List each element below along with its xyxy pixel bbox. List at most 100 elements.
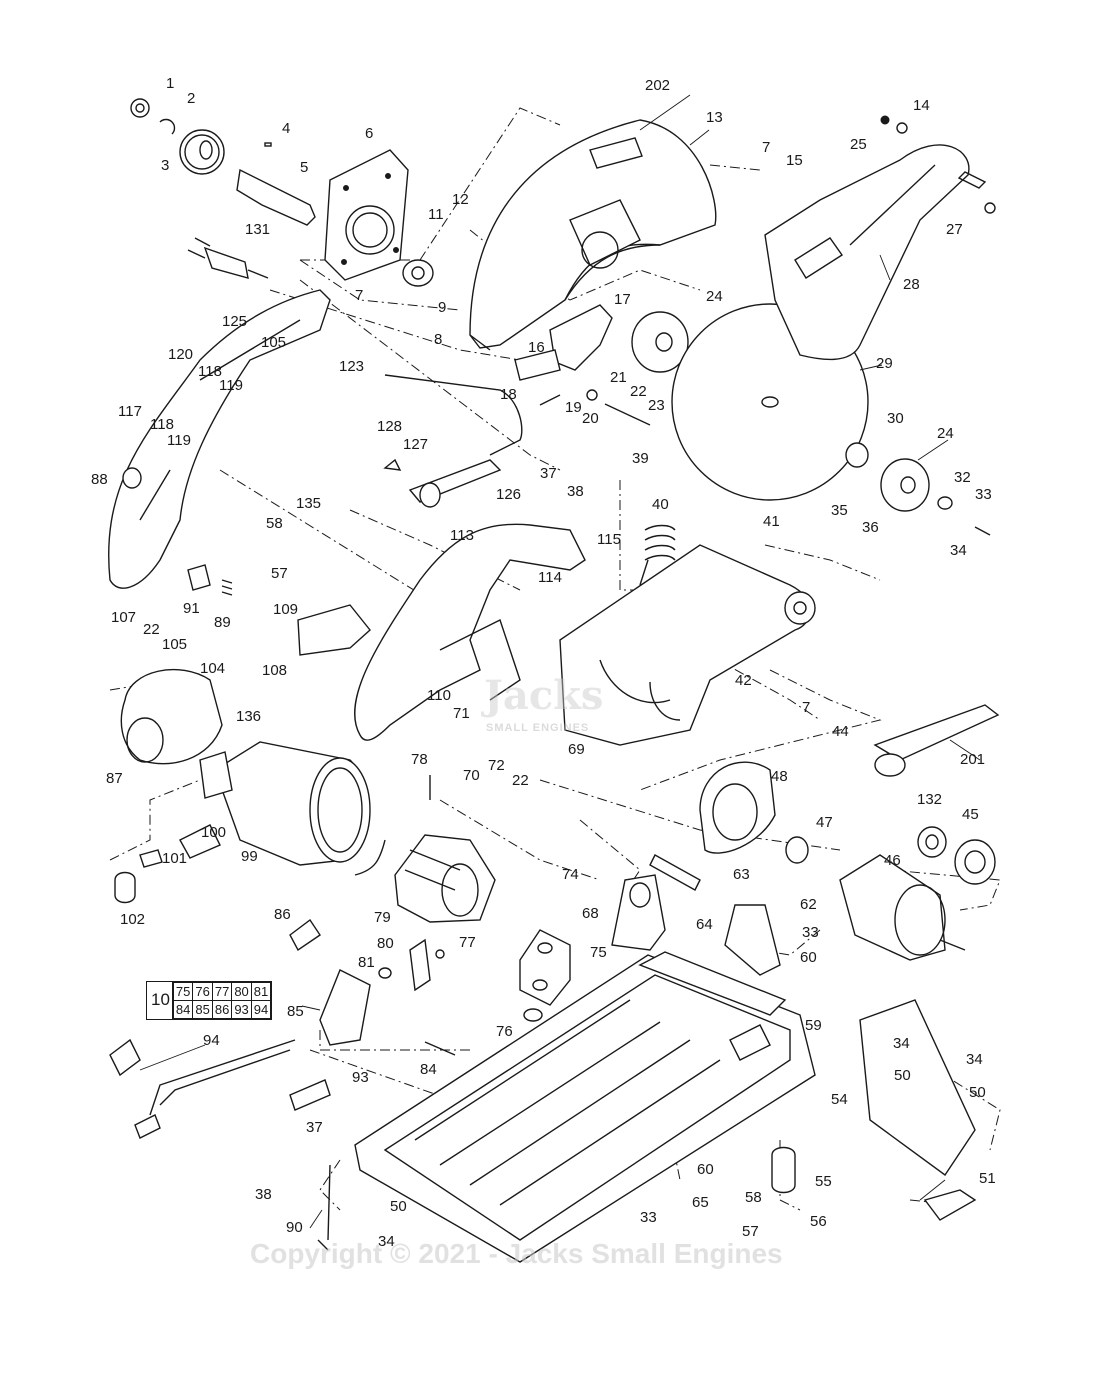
part-number-69: 69: [568, 741, 585, 758]
part-number-34-blade: 34: [950, 542, 967, 559]
part-number-136: 136: [236, 708, 262, 725]
part-number-34-base: 34: [378, 1233, 395, 1250]
part-number-51: 51: [979, 1170, 996, 1187]
part-number-15: 15: [786, 152, 803, 169]
part-number-126: 126: [496, 486, 522, 503]
upper-guard-drawing: [764, 115, 996, 361]
part-number-68: 68: [582, 905, 599, 922]
part-number-79: 79: [374, 909, 391, 926]
handle-half-drawing: [108, 289, 331, 589]
spring-drawing: [639, 524, 676, 586]
kit-cell: 86: [211, 1000, 233, 1019]
part-number-22-motor: 22: [512, 772, 529, 789]
kit-cell: 81: [250, 982, 272, 1001]
part-number-107: 107: [111, 609, 137, 626]
part-number-33-base: 33: [640, 1209, 657, 1226]
part-number-123: 123: [339, 358, 365, 375]
kit-parts-table: 75 76 77 80 81 84 85 86 93 94: [172, 982, 272, 1019]
part-number-127: 127: [403, 436, 429, 453]
kit-row: 84 85 86 93 94: [172, 1000, 272, 1019]
part-number-30: 30: [887, 410, 904, 427]
part-number-59: 59: [805, 1017, 822, 1034]
part-number-93: 93: [352, 1069, 369, 1086]
part-number-16: 16: [528, 339, 545, 356]
part-number-21: 21: [610, 369, 627, 386]
part-number-48: 48: [771, 768, 788, 785]
part-number-64: 64: [696, 916, 713, 933]
leader-lines: [139, 94, 981, 1229]
kit-cell: 93: [231, 1000, 252, 1019]
part-number-56: 56: [810, 1213, 827, 1230]
kit-reference-box: 10 75 76 77 80 81 84 85 86 93 94: [146, 981, 273, 1020]
part-number-54: 54: [831, 1091, 848, 1108]
part-number-9: 9: [438, 299, 447, 316]
part-number-13: 13: [706, 109, 723, 126]
part-number-110: 110: [427, 687, 451, 704]
part-number-88: 88: [91, 471, 108, 488]
part-number-65: 65: [692, 1194, 709, 1211]
part-number-7-arm: 7: [802, 699, 811, 716]
part-number-109: 109: [273, 601, 299, 618]
wrench-drawing: [873, 704, 1000, 777]
part-number-22-handle: 22: [143, 621, 160, 638]
part-number-58-base: 58: [745, 1189, 762, 1206]
part-number-40: 40: [652, 496, 669, 513]
part-number-2: 2: [187, 90, 196, 107]
part-number-20: 20: [582, 410, 599, 427]
part-number-108: 108: [262, 662, 288, 679]
part-number-94: 94: [203, 1032, 220, 1049]
part-number-57-base: 57: [742, 1223, 759, 1240]
part-number-37-arm: 37: [540, 465, 557, 482]
misc-small-parts-drawing: [114, 467, 371, 1251]
part-number-202: 202: [645, 77, 671, 94]
part-number-24-inner: 24: [706, 288, 723, 305]
kit-cell: 94: [250, 1000, 272, 1019]
part-number-99: 99: [241, 848, 258, 865]
power-plug-drawing: [187, 237, 269, 279]
kit-row: 75 76 77 80 81: [172, 982, 272, 1001]
part-number-42: 42: [735, 672, 752, 689]
part-number-128: 128: [377, 418, 403, 435]
part-number-113: 113: [450, 527, 474, 544]
part-number-84: 84: [420, 1061, 437, 1078]
part-number-34-fence-right: 34: [966, 1051, 983, 1068]
main-handle-drawing: [354, 523, 586, 741]
part-number-44: 44: [832, 723, 849, 740]
part-number-60-base: 60: [697, 1161, 714, 1178]
part-number-12: 12: [452, 191, 469, 208]
part-number-125: 125: [222, 313, 248, 330]
guard-bracket-drawing: [514, 304, 651, 426]
part-number-37-base: 37: [306, 1119, 323, 1136]
part-number-72: 72: [488, 757, 505, 774]
part-number-17: 17: [614, 291, 631, 308]
part-number-7-guard: 7: [762, 139, 771, 156]
part-number-38-arm: 38: [567, 483, 584, 500]
swing-arm-drawing: [559, 544, 816, 746]
part-number-86: 86: [274, 906, 291, 923]
part-number-60-support: 60: [800, 949, 817, 966]
part-number-77: 77: [459, 934, 476, 951]
part-number-117: 117: [118, 403, 142, 420]
kit-cell: 77: [211, 982, 233, 1001]
part-number-105-handle: 105: [261, 334, 287, 351]
logo-subtext: SMALL ENGINES: [486, 722, 590, 734]
part-number-14: 14: [913, 97, 930, 114]
part-number-36: 36: [862, 519, 879, 536]
part-number-62: 62: [800, 896, 817, 913]
part-number-119-lower: 119: [167, 432, 191, 449]
part-number-75: 75: [590, 944, 607, 961]
part-number-41: 41: [763, 513, 780, 530]
part-number-4: 4: [282, 120, 291, 137]
copyright-watermark: Copyright © 2021 - Jacks Small Engines: [250, 1238, 783, 1269]
part-number-70: 70: [463, 767, 480, 784]
part-number-25: 25: [850, 136, 867, 153]
part-number-135: 135: [296, 495, 322, 512]
part-number-118-upper: 118: [198, 363, 222, 380]
part-number-100: 100: [201, 824, 227, 841]
part-number-6: 6: [365, 125, 374, 142]
part-number-58-handle: 58: [266, 515, 283, 532]
part-number-29: 29: [876, 355, 893, 372]
part-number-27: 27: [946, 221, 963, 238]
kit-cell: 75: [172, 982, 194, 1001]
part-number-131: 131: [245, 221, 271, 238]
